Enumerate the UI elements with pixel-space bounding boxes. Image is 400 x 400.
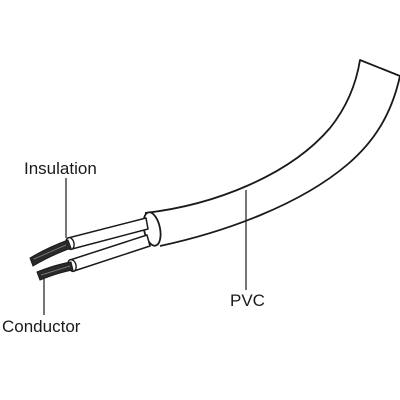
conductor-lower [36,261,74,281]
insulation-label: Insulation [24,159,97,178]
conductor-upper [29,239,72,267]
pvc-sheath-body [144,59,400,247]
pvc-label: PVC [230,291,265,310]
conductor-label: Conductor [2,317,81,336]
